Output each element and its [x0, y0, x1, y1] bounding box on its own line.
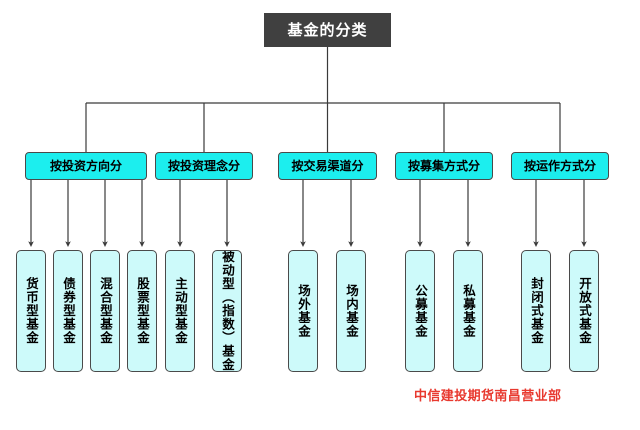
- leaf-node-label: 开放式基金: [577, 277, 592, 345]
- category-node-label: 按投资方向分: [49, 159, 122, 173]
- category-node-by-investment-philosophy[interactable]: 按投资理念分: [155, 152, 253, 180]
- leaf-node-label: 混合型基金: [98, 277, 113, 345]
- leaf-node-passive-index-fund[interactable]: 被动型（指数）基金: [212, 250, 242, 372]
- leaf-node-otc-fund[interactable]: 场外基金: [288, 250, 318, 372]
- category-node-label: 按投资理念分: [167, 159, 240, 173]
- leaf-node-label: 股票型基金: [135, 277, 150, 345]
- leaf-node-active-fund[interactable]: 主动型基金: [165, 250, 195, 372]
- leaf-node-label: 债券型基金: [61, 277, 76, 345]
- leaf-node-closed-end-fund[interactable]: 封闭式基金: [521, 250, 551, 372]
- leaf-node-label: 主动型基金: [173, 277, 188, 345]
- leaf-node-private-offering-fund[interactable]: 私募基金: [453, 250, 483, 372]
- category-node-by-trading-channel[interactable]: 按交易渠道分: [278, 152, 377, 180]
- leaf-node-open-end-fund[interactable]: 开放式基金: [569, 250, 599, 372]
- leaf-node-label: 封闭式基金: [529, 277, 544, 345]
- category-node-by-fundraising-method[interactable]: 按募集方式分: [395, 152, 493, 180]
- leaf-node-equity-fund[interactable]: 股票型基金: [127, 250, 157, 372]
- leaf-node-label: 场外基金: [296, 284, 311, 338]
- leaf-node-label: 货币型基金: [24, 277, 39, 345]
- category-node-by-investment-direction[interactable]: 按投资方向分: [25, 152, 147, 180]
- leaf-node-money-market-fund[interactable]: 货币型基金: [16, 250, 46, 372]
- leaf-node-label: 场内基金: [344, 284, 359, 338]
- category-node-label: 按募集方式分: [407, 159, 480, 173]
- category-node-label: 按交易渠道分: [291, 159, 364, 173]
- leaf-node-label: 私募基金: [461, 284, 476, 338]
- leaf-node-exchange-traded-fund[interactable]: 场内基金: [336, 250, 366, 372]
- leaf-node-label: 公募基金: [413, 284, 428, 338]
- root-node-fund-classification[interactable]: 基金的分类: [264, 13, 391, 47]
- watermark-text: 中信建投期货南昌营业部: [414, 389, 562, 404]
- leaf-node-label: 被动型（指数）基金: [220, 250, 235, 372]
- leaf-node-bond-fund[interactable]: 债券型基金: [53, 250, 83, 372]
- leaf-node-public-offering-fund[interactable]: 公募基金: [405, 250, 435, 372]
- root-node-label: 基金的分类: [287, 20, 368, 39]
- category-node-by-operation-method[interactable]: 按运作方式分: [511, 152, 609, 180]
- leaf-node-hybrid-fund[interactable]: 混合型基金: [90, 250, 120, 372]
- category-node-label: 按运作方式分: [523, 159, 596, 173]
